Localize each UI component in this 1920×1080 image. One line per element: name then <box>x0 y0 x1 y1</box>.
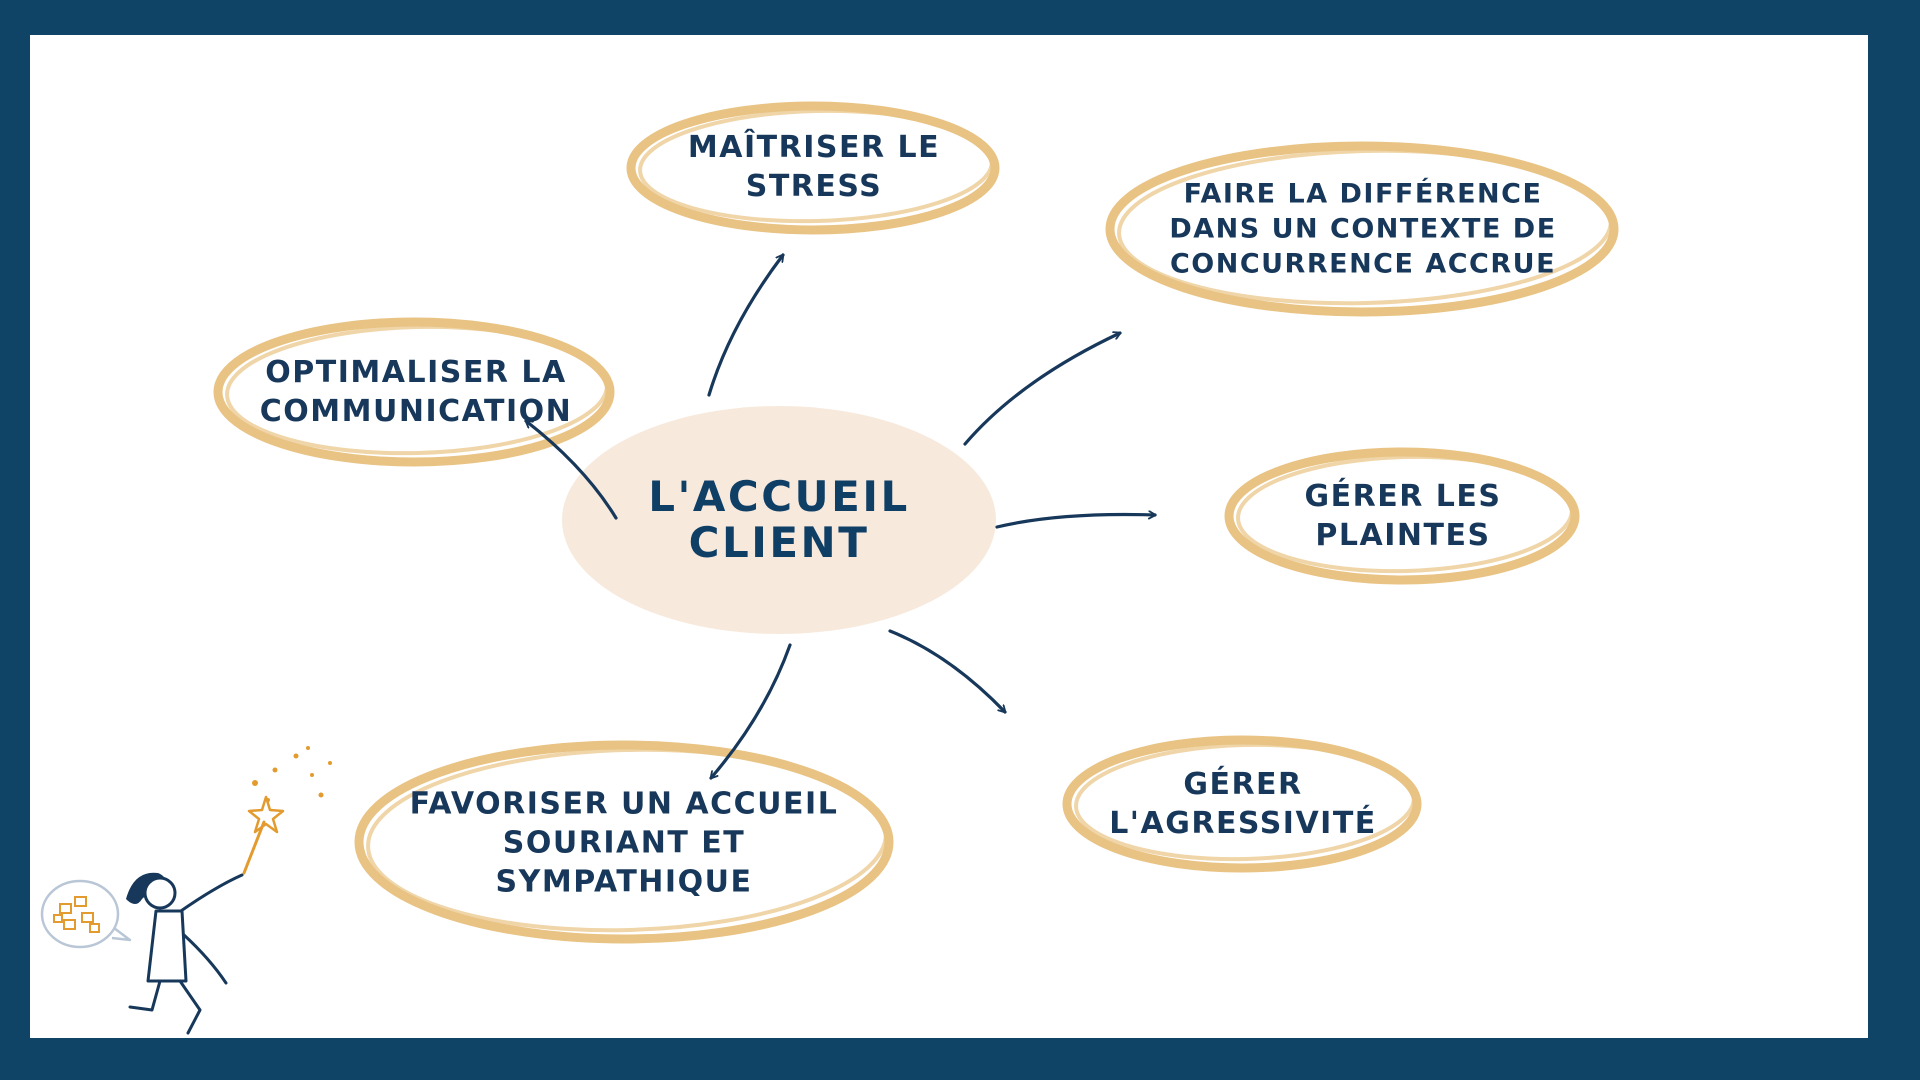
brush-oval-agressivite <box>1062 735 1422 873</box>
node-maitriser-stress: MAÎTRISER LE STRESS <box>687 130 941 204</box>
center-ellipse <box>562 406 996 634</box>
brush-oval-difference <box>1105 141 1619 317</box>
arrow-to-accueil <box>709 643 792 780</box>
arrow-to-agressivite <box>888 629 1007 714</box>
node-optimaliser-communication: OPTIMALISER LA COMMUNICATION <box>259 355 573 429</box>
arrow-to-difference <box>963 333 1122 446</box>
node-gerer-agressivite: GÉRER L'AGRESSIVITÉ <box>1109 767 1377 841</box>
brush-oval-plaintes <box>1224 447 1580 585</box>
brush-oval-communication <box>213 317 615 467</box>
brush-oval-accueil <box>354 740 894 944</box>
brush-oval-stress <box>626 101 1000 235</box>
node-gerer-plaintes: GÉRER LES PLAINTES <box>1304 479 1502 553</box>
center-topic: L'ACCUEIL CLIENT <box>648 471 910 567</box>
diagram-canvas: L'ACCUEIL CLIENT MAÎTRISER LE STRESS FAI… <box>30 35 1868 1038</box>
arrow-to-stress <box>707 253 785 397</box>
node-favoriser-accueil: FAVORISER UN ACCUEIL SOURIANT ET SYMPATH… <box>409 786 839 900</box>
arrow-to-plaintes <box>995 515 1155 529</box>
arrow-to-communication <box>524 419 618 520</box>
magic-wand-character-icon <box>40 746 332 1035</box>
mind-map-graphics <box>40 101 1619 1035</box>
node-faire-difference: FAIRE LA DIFFÉRENCE DANS UN CONTEXTE DE … <box>1169 178 1557 280</box>
